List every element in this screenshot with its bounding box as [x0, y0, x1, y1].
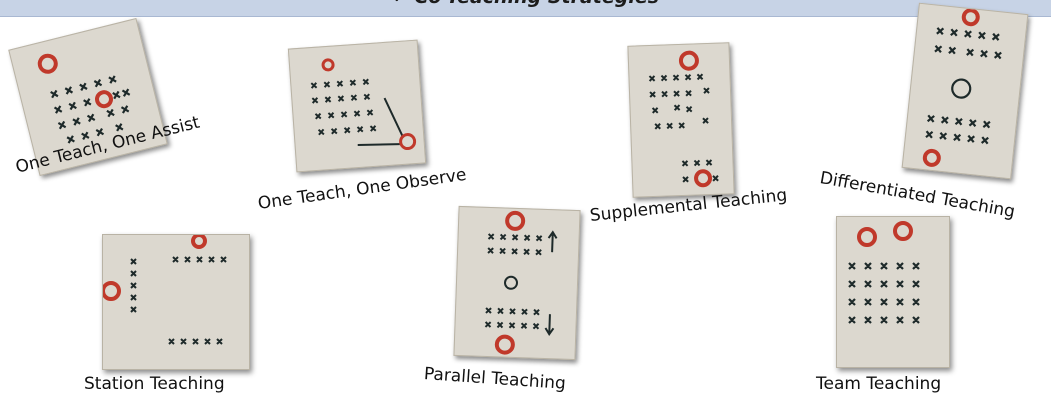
student-marks — [50, 75, 131, 144]
card-team-teaching — [836, 216, 950, 368]
teacher-ring — [37, 53, 58, 74]
teacher-ring — [95, 90, 114, 109]
diagram-differentiated-teaching — [922, 8, 1002, 167]
caption-team-teaching: Team Teaching — [816, 374, 942, 394]
diagram-team-teaching — [848, 221, 920, 324]
diagram-one-teach-one-assist — [37, 53, 131, 144]
card-differentiated-teaching — [901, 2, 1029, 180]
diagram-one-teach-one-observe — [310, 58, 417, 151]
card-one-teach-one-observe — [287, 39, 427, 173]
diagram-station-teaching — [103, 235, 227, 345]
caption-one-teach-one-observe: One Teach, One Observe — [256, 164, 468, 214]
page-title: ✓ Co-Teaching Strategies — [0, 0, 1051, 8]
diagram-supplemental-teaching — [648, 50, 719, 188]
card-station-teaching — [102, 234, 250, 370]
card-parallel-teaching — [453, 205, 581, 361]
caption-station-teaching: Station Teaching — [84, 374, 225, 394]
card-supplemental-teaching — [627, 42, 735, 198]
caption-parallel-teaching: Parallel Teaching — [423, 364, 567, 394]
diagram-parallel-teaching — [484, 210, 558, 355]
card-one-teach-one-assist — [8, 17, 168, 177]
title-bar: ✓ Co-Teaching Strategies — [0, 0, 1051, 17]
